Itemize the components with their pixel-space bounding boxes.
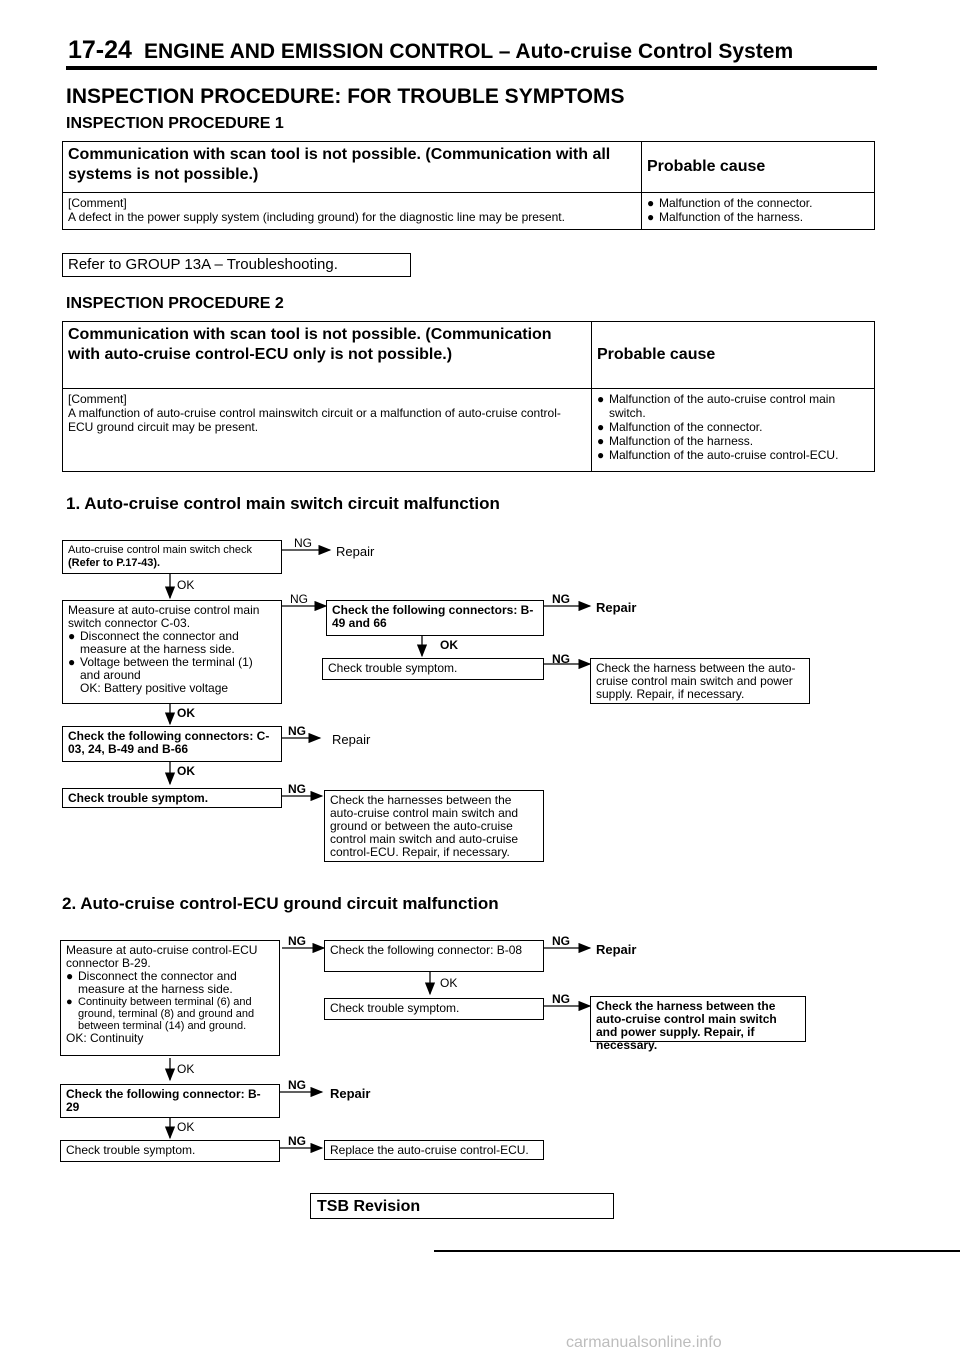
ok-label: OK (440, 976, 458, 990)
procedure2-cause-label: Probable cause (591, 321, 875, 389)
ng-label: NG (294, 536, 312, 550)
procedure2-cause-item: ●Malfunction of the auto-cruise control … (597, 392, 836, 420)
check-connectors-b49-box: Check the following connectors: B-49 and… (326, 600, 544, 636)
ng-label: NG (288, 1078, 306, 1092)
replace-ecu-box: Replace the auto-cruise control-ECU. (324, 1140, 544, 1160)
procedure1-cause-item: ●Malfunction of the connector. (647, 196, 813, 210)
ng-label: NG (288, 934, 306, 948)
procedure1-symptom: Communication with scan tool is not poss… (62, 141, 642, 193)
procedure2-cause-item: ●Malfunction of the connector. (597, 420, 763, 434)
repair-label: Repair (596, 942, 637, 957)
check-connector-b29-box: Check the following connector: B-29 (60, 1084, 280, 1118)
ng-label: NG (288, 782, 306, 796)
measure-bullet: ●Disconnect the connector and measure at… (66, 969, 237, 996)
repair-label: Repair (336, 544, 375, 559)
measure-bullet: ●Disconnect the connector and measure at… (68, 629, 239, 656)
ok-label: OK (177, 764, 195, 778)
procedure2-comment: A malfunction of auto-cruise control mai… (68, 406, 561, 434)
measure-ecu-box: Measure at auto-cruise control-ECU conne… (60, 940, 280, 1056)
ok-label: OK (177, 1062, 195, 1076)
ng-label: NG (552, 592, 570, 606)
procedure1-table: Communication with scan tool is not poss… (62, 141, 875, 230)
harness-power-box: Check the harness between the auto-cruis… (590, 658, 810, 704)
ok-label: OK (440, 638, 458, 652)
check-connector-b08-box: Check the following connector: B-08 (324, 940, 544, 972)
procedure2-comment-label: [Comment] (68, 392, 127, 406)
measure-bullet: ●Continuity between terminal (6) and gro… (66, 996, 255, 1032)
procedure1-heading: INSPECTION PROCEDURE 1 (66, 115, 284, 132)
repair-label: Repair (330, 1086, 371, 1101)
measure-title: Measure at auto-cruise control main swit… (68, 603, 260, 630)
ng-label: NG (290, 592, 308, 606)
procedure1-comment-label: [Comment] (68, 196, 127, 210)
ng-label: NG (552, 652, 570, 666)
harness-power-box: Check the harness between the auto-cruis… (590, 996, 806, 1052)
measure-ok-condition: OK: Continuity (66, 1031, 144, 1045)
ng-label: NG (552, 934, 570, 948)
procedure1-cause-label: Probable cause (641, 141, 875, 193)
procedure1-refer: Refer to GROUP 13A – Troubleshooting. (62, 253, 411, 277)
check-trouble-symptom-box: Check trouble symptom. (322, 658, 544, 680)
main-heading: INSPECTION PROCEDURE: FOR TROUBLE SYMPTO… (66, 85, 625, 108)
ok-label: OK (177, 706, 195, 720)
measure-title: Measure at auto-cruise control-ECU conne… (66, 943, 258, 970)
ng-label: NG (288, 724, 306, 738)
check-trouble-symptom-box: Check trouble symptom. (62, 788, 282, 808)
measure-ok-condition: OK: Battery positive voltage (80, 681, 229, 695)
page-title: ENGINE AND EMISSION CONTROL – Auto-cruis… (144, 40, 794, 63)
repair-label: Repair (332, 732, 371, 747)
procedure1-cause-item: ●Malfunction of the harness. (647, 210, 804, 224)
section1-heading: 1. Auto-cruise control main switch circu… (66, 494, 500, 513)
main-switch-check-label: Auto-cruise control main switch check (68, 544, 253, 556)
procedure1-comment: A defect in the power supply system (inc… (68, 210, 565, 224)
harness-ground-box: Check the harnesses between the auto-cru… (324, 790, 544, 862)
footer-rule (434, 1250, 960, 1252)
repair-label: Repair (596, 600, 637, 615)
check-trouble-symptom-box: Check trouble symptom. (60, 1140, 280, 1162)
main-switch-check-ref: (Refer to P.17-43). (68, 557, 161, 569)
procedure2-cause-item: ●Malfunction of the harness. (597, 434, 754, 448)
procedure2-heading: INSPECTION PROCEDURE 2 (66, 295, 284, 312)
watermark: carmanualsonline.info (566, 1334, 722, 1351)
header-rule (66, 66, 877, 70)
check-trouble-symptom-box: Check trouble symptom. (324, 998, 544, 1020)
ng-label: NG (288, 1134, 306, 1148)
main-switch-check-box: Auto-cruise control main switch check (R… (62, 540, 282, 574)
procedure2-cause-item: ●Malfunction of the auto-cruise control-… (597, 448, 839, 462)
measure-main-switch-box: Measure at auto-cruise control main swit… (62, 600, 282, 704)
page-number: 17-24 (68, 36, 132, 64)
check-connectors-c03-box: Check the following connectors: C-03, 24… (62, 726, 282, 762)
procedure2-table: Communication with scan tool is not poss… (62, 321, 875, 472)
ok-label: OK (177, 578, 195, 592)
ng-label: NG (552, 992, 570, 1006)
section2-heading: 2. Auto-cruise control-ECU ground circui… (62, 894, 499, 913)
measure-bullet: ●Voltage between the terminal (1) and ar… (68, 655, 253, 682)
tsb-revision: TSB Revision (310, 1193, 614, 1219)
ok-label: OK (177, 1120, 195, 1134)
procedure2-symptom: Communication with scan tool is not poss… (62, 321, 592, 389)
